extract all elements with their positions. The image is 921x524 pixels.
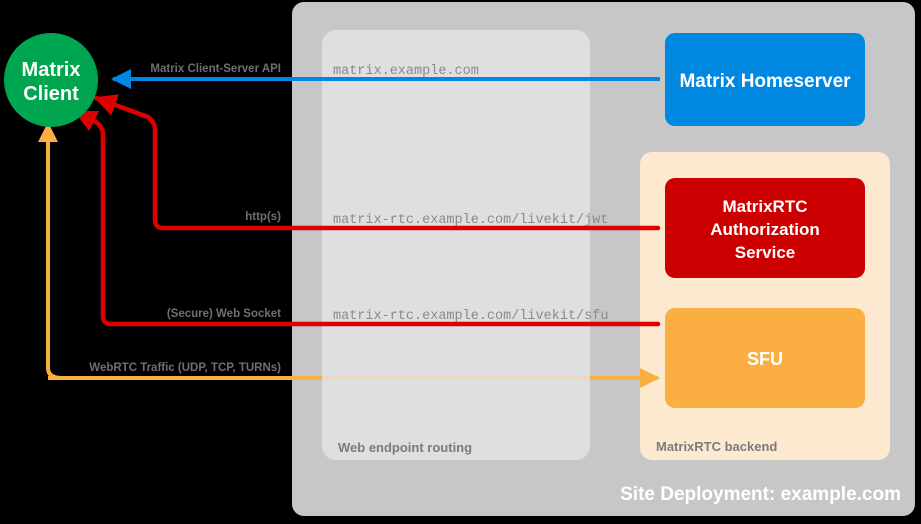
edge-webrtc-traffic-riser xyxy=(38,122,63,380)
authorization-service-label-line3: Service xyxy=(735,243,796,262)
node-matrix-client[interactable]: Matrix Client xyxy=(4,33,98,127)
matrix-homeserver-label: Matrix Homeserver xyxy=(679,71,851,92)
endpoint-livekit-jwt: matrix-rtc.example.com/livekit/jwt xyxy=(333,213,608,228)
node-matrixrtc-authorization-service[interactable]: MatrixRTC Authorization Service xyxy=(665,178,865,278)
endpoint-livekit-sfu: matrix-rtc.example.com/livekit/sfu xyxy=(333,309,608,324)
edge-https-jwt xyxy=(93,94,661,231)
node-sfu[interactable]: SFU xyxy=(665,308,865,408)
sfu-label: SFU xyxy=(747,349,783,369)
authorization-service-label-line1: MatrixRTC xyxy=(722,197,807,216)
group-label-web-endpoint-routing: Web endpoint routing xyxy=(338,440,472,455)
edge-label-webrtc-traffic: WebRTC Traffic (UDP, TCP, TURNs) xyxy=(89,362,281,374)
site-deployment-label: Site Deployment: example.com xyxy=(620,484,901,505)
node-matrix-homeserver[interactable]: Matrix Homeserver xyxy=(665,33,865,126)
edge-label-secure-web-socket: (Secure) Web Socket xyxy=(167,308,281,320)
matrix-client-label-line2: Client xyxy=(23,83,79,105)
web-endpoint-routing-group xyxy=(322,30,590,460)
edge-secure-web-socket xyxy=(73,109,661,327)
edge-label-https: http(s) xyxy=(245,211,281,223)
endpoint-matrix-example-com: matrix.example.com xyxy=(333,64,479,79)
authorization-service-label-line2: Authorization xyxy=(710,220,820,239)
matrix-client-label-line1: Matrix xyxy=(22,59,81,81)
group-label-matrixrtc-backend: MatrixRTC backend xyxy=(656,439,777,454)
edge-label-matrix-client-server-api: Matrix Client-Server API xyxy=(150,63,281,75)
